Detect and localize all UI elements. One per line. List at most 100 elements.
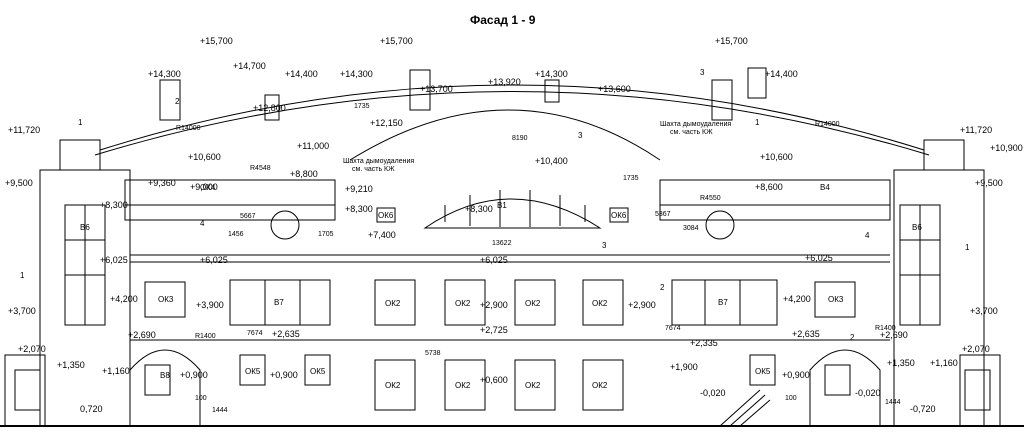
window-mark: ОК3	[828, 295, 844, 304]
level-mark: +10,900	[990, 143, 1023, 153]
callout-number: 1	[755, 118, 760, 127]
level-mark: +0,900	[270, 370, 298, 380]
level-mark: +14,300	[535, 69, 568, 79]
dimension: 100	[195, 395, 207, 402]
chimney-note-left-line1: Шахта дымоудаления	[343, 158, 414, 165]
level-mark: +8,300	[345, 204, 373, 214]
dimension: R1400	[875, 325, 896, 332]
level-mark: +11,720	[960, 125, 992, 135]
level-mark: +8,600	[755, 182, 783, 192]
level-mark: +13,600	[598, 84, 631, 94]
dimension: 7674	[665, 325, 681, 332]
level-mark: +6,025	[100, 255, 128, 265]
level-mark: +9,500	[5, 178, 33, 188]
level-mark: +9,360	[148, 178, 176, 188]
dimension: 1735	[623, 175, 639, 182]
level-mark: +13,920	[488, 77, 521, 87]
window-mark: ОК6	[611, 211, 627, 220]
level-mark: +14,300	[148, 69, 181, 79]
dimension: 5667	[240, 213, 256, 220]
level-mark: +2,335	[690, 338, 718, 348]
dimension: R14000	[815, 121, 840, 128]
callout-number: 2	[175, 97, 180, 106]
dimension: 8190	[512, 135, 528, 142]
level-mark: +3,900	[196, 300, 224, 310]
dimension: 1705	[318, 231, 334, 238]
window-mark: ОК2	[525, 299, 541, 308]
level-mark: +1,900	[670, 362, 698, 372]
callout-number: 1	[965, 243, 970, 252]
dimensions: 1735 1735 1705 1456 3084 8190 13622 5738…	[176, 103, 901, 414]
level-mark: +0,900	[180, 370, 208, 380]
level-mark: 0,720	[80, 404, 103, 414]
chimney-note-left: Шахта дымоудаления см. часть КЖ	[343, 158, 416, 173]
window-mark: ОК6	[378, 211, 394, 220]
chimney-note-right-line1: Шахта дымоудаления	[660, 121, 731, 128]
chimney-note-right-line2: см. часть КЖ	[670, 129, 713, 136]
level-mark: +4,200	[110, 294, 138, 304]
level-mark: +1,350	[57, 360, 85, 370]
window-mark: ОК2	[385, 381, 401, 390]
window-mark: ОК5	[245, 367, 261, 376]
window-mark: В6	[912, 223, 922, 232]
level-mark: +9,210	[345, 184, 373, 194]
dimension: 1456	[228, 231, 244, 238]
window-mark: ОК4	[200, 183, 216, 192]
level-mark: +8,300	[465, 204, 493, 214]
level-mark: +2,900	[480, 300, 508, 310]
level-mark: +15,700	[715, 36, 748, 46]
dimension: 13622	[492, 240, 512, 247]
level-mark: -0,020	[855, 388, 881, 398]
dimension: R4550	[700, 195, 721, 202]
level-mark: +12,800	[253, 103, 286, 113]
window-mark: ОК5	[310, 367, 326, 376]
dimension: 1444	[212, 407, 228, 414]
level-mark: +2,690	[128, 330, 156, 340]
callout-number: 3	[700, 68, 705, 77]
level-mark: +1,160	[930, 358, 958, 368]
level-mark: +14,300	[340, 69, 373, 79]
level-mark: +7,400	[368, 230, 396, 240]
chimney-notes: Шахта дымоудаления см. часть КЖ Шахта ды…	[343, 121, 733, 173]
callout-number: 4	[200, 219, 205, 228]
dimension: 100	[785, 395, 797, 402]
window-mark: В4	[820, 183, 830, 192]
dimension: R14000	[176, 125, 201, 132]
window-mark: В8	[160, 371, 170, 380]
level-mark: +6,025	[200, 255, 228, 265]
level-mark: +8,300	[100, 200, 128, 210]
chimney-note-left-line2: см. часть КЖ	[352, 166, 395, 173]
callout-number: 3	[602, 241, 607, 250]
dimension: 3084	[683, 225, 699, 232]
level-mark: +10,600	[760, 152, 793, 162]
level-mark: +2,690	[880, 330, 908, 340]
level-mark: +15,700	[200, 36, 233, 46]
facade-outline	[0, 67, 1024, 427]
level-mark: +9,000	[190, 182, 218, 192]
level-mark: +6,025	[480, 255, 508, 265]
level-mark: +12,150	[370, 118, 403, 128]
level-mark: +4,200	[783, 294, 811, 304]
level-mark: +8,800	[290, 169, 318, 179]
window-mark: ОК3	[158, 295, 174, 304]
level-mark: +15,700	[380, 36, 413, 46]
level-mark: +10,600	[188, 152, 221, 162]
window-mark: В6	[80, 223, 90, 232]
level-mark: +2,900	[628, 300, 656, 310]
level-mark: +3,700	[970, 306, 998, 316]
window-mark: ОК2	[455, 381, 471, 390]
level-mark: +2,725	[480, 325, 508, 335]
chimney-note-right: Шахта дымоудаления см. часть КЖ	[660, 121, 733, 136]
drawing-title: Фасад 1 - 9	[470, 13, 536, 27]
window-mark: В7	[718, 298, 728, 307]
callouts: 1 1 1 1 2 2 2 3 3 3 4 4	[20, 68, 970, 342]
window-marks: ОК2 ОК2 ОК2 ОК2 ОК2 ОК2 ОК2 ОК2 ОК3 ОК3 …	[80, 183, 922, 390]
callout-number: 3	[578, 131, 583, 140]
level-marks: +15,700 +15,700 +15,700 +14,700 +14,400 …	[5, 36, 1023, 414]
level-mark: +13,700	[420, 84, 453, 94]
level-mark: +2,635	[272, 329, 300, 339]
dimension: 1735	[354, 103, 370, 110]
level-mark: -0,720	[910, 404, 936, 414]
level-mark: +14,400	[285, 69, 318, 79]
